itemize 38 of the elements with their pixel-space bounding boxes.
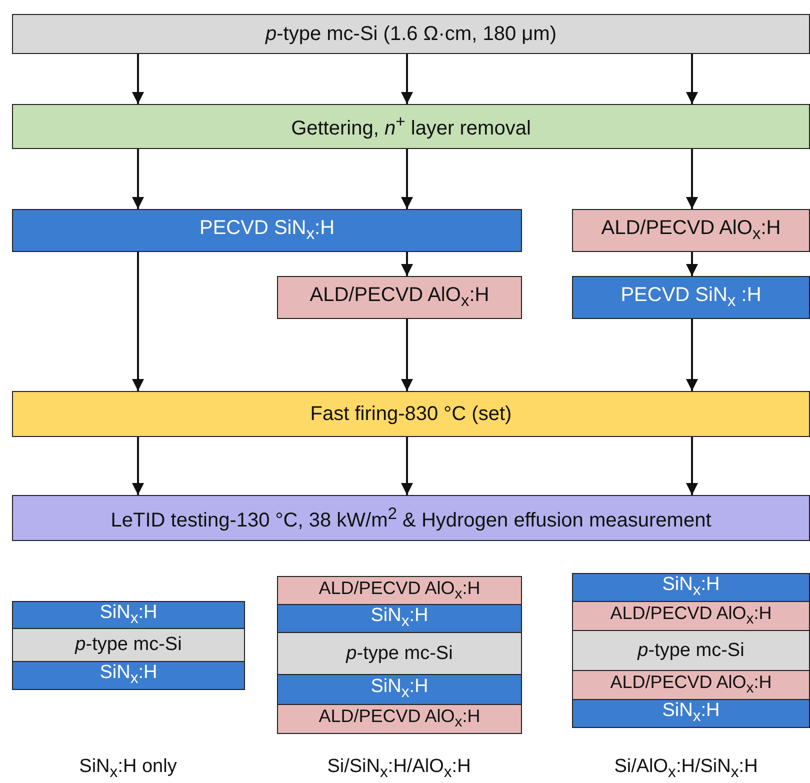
stack-caption: SiN$_{x}$:H only xyxy=(79,756,177,782)
layer-box: ALD/PECVD AlO$_{x}$:H xyxy=(277,576,522,605)
process-box: p-type mc-Si (1.6 Ω·cm, 180 μm) xyxy=(12,14,810,54)
arrow xyxy=(686,319,698,391)
process-box: Fast firing-830 °C (set) xyxy=(12,391,810,437)
process-box: PECVD SiN$_{x}$ :H xyxy=(572,276,810,319)
layer-box: SiN$_{x}$:H xyxy=(12,661,245,690)
layer-box: ALD/PECVD AlO$_{x}$:H xyxy=(572,670,810,700)
process-box: Gettering, n$^{+}$ layer removal xyxy=(12,104,810,149)
process-box: PECVD SiN$_{x}$:H xyxy=(12,209,522,252)
layer-box: p-type mc-Si xyxy=(277,632,522,675)
layer-box: ALD/PECVD AlO$_{x}$:H xyxy=(572,601,810,631)
arrow xyxy=(686,149,698,209)
arrow xyxy=(401,54,413,104)
arrow xyxy=(132,149,144,209)
layer-box: SiN$_{x}$:H xyxy=(572,699,810,728)
layer-box: p-type mc-Si xyxy=(12,628,245,662)
layer-box: p-type mc-Si xyxy=(572,630,810,671)
process-box: ALD/PECVD AlO$_{x}$:H xyxy=(572,209,810,252)
layer-box: ALD/PECVD AlO$_{x}$:H xyxy=(277,704,522,734)
stack-caption: Si/AlO$_{x}$:H/SiN$_{x}$:H xyxy=(614,756,758,782)
stack-caption: Si/SiN$_{x}$:H/AlO$_{x}$:H xyxy=(327,756,471,782)
arrow xyxy=(132,252,144,391)
layer-box: SiN$_{x}$:H xyxy=(12,601,245,629)
arrow xyxy=(686,437,698,495)
arrow xyxy=(132,54,144,104)
arrow xyxy=(686,252,698,276)
arrow xyxy=(401,252,413,276)
layer-box: SiN$_{x}$:H xyxy=(277,674,522,705)
process-box: ALD/PECVD AlO$_{x}$:H xyxy=(277,276,522,319)
arrow xyxy=(401,319,413,391)
process-box: LeTID testing-130 °C, 38 kW/m$^{2}$ & Hydrogen effusion measurement xyxy=(12,495,810,541)
layer-box: SiN$_{x}$:H xyxy=(572,573,810,602)
layer-box: SiN$_{x}$:H xyxy=(277,604,522,633)
arrow xyxy=(686,54,698,104)
arrow xyxy=(401,149,413,209)
arrow xyxy=(132,437,144,495)
arrow xyxy=(401,437,413,495)
